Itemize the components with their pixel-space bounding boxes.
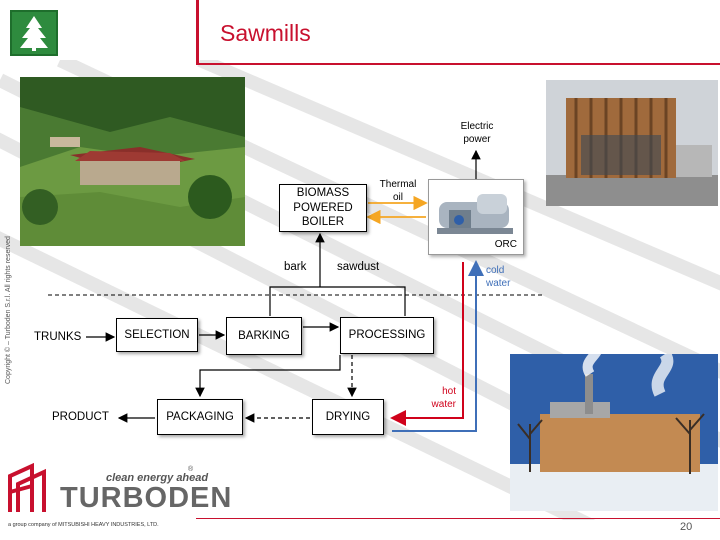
- processing-box: PROCESSING: [340, 317, 434, 354]
- electric-power-label: Electric power: [460, 121, 494, 145]
- selection-box: SELECTION: [116, 318, 198, 352]
- sawmill-photo: [20, 77, 245, 246]
- drying-box: DRYING: [312, 399, 384, 435]
- company-logo: [10, 10, 58, 56]
- registered-mark: ®: [188, 466, 194, 473]
- orc-unit: ORC: [428, 179, 524, 255]
- product-label: PRODUCT: [52, 411, 109, 423]
- orc-machine-icon: [437, 194, 513, 234]
- boiler-box: BIOMASS POWERED BOILER: [279, 184, 367, 232]
- page-title: Sawmills: [220, 20, 311, 46]
- thermal-oil-label: Thermal oil: [379, 179, 417, 203]
- turboden-building-icon: [8, 462, 46, 512]
- packaging-box: PACKAGING: [157, 399, 243, 435]
- winter-plant-photo: [510, 354, 718, 511]
- sawdust-label: sawdust: [337, 261, 380, 273]
- group-company-note: a group company of MITSUBISHI HEAVY INDU…: [8, 522, 159, 528]
- orc-label: ORC: [494, 239, 517, 250]
- brand-name: TURBODEN: [60, 482, 233, 514]
- tree-logo-icon: [20, 16, 48, 51]
- header-divider-vertical: [196, 0, 199, 65]
- barking-box: BARKING: [226, 317, 302, 355]
- hot-water-label: hot water: [431, 386, 456, 410]
- plant-building-photo: [546, 80, 718, 206]
- header-divider-horizontal: [196, 63, 720, 65]
- page-number: 20: [680, 521, 693, 533]
- footer-divider: [196, 518, 720, 519]
- cold-water-label: cold water: [486, 265, 511, 289]
- bark-label: bark: [284, 261, 307, 273]
- brand-tagline: clean energy ahead: [106, 472, 209, 484]
- trunks-label: TRUNKS: [34, 331, 82, 343]
